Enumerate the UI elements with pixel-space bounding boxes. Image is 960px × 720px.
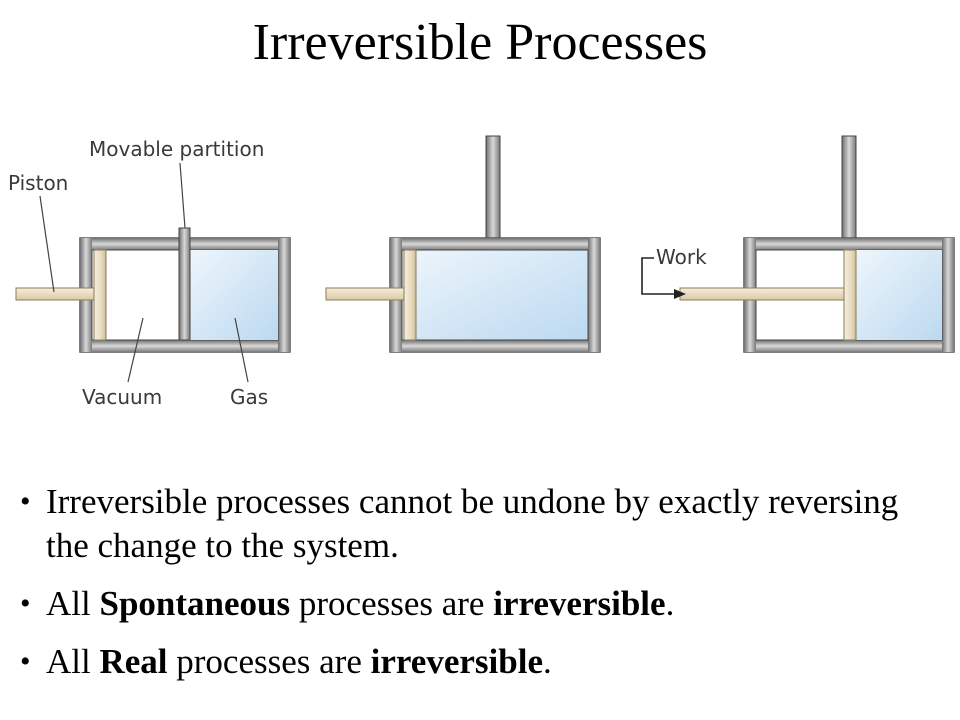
piston-rod-3	[679, 287, 851, 301]
label-movable-partition: Movable partition	[89, 137, 264, 161]
partition-rod-2	[485, 135, 501, 245]
work-arrowhead-icon	[674, 289, 686, 299]
gas-region-2	[401, 249, 589, 341]
bullet-text-part: .	[542, 642, 552, 681]
piston-leader	[39, 195, 55, 293]
bullet-text-part: .	[665, 584, 675, 623]
bullet-dot-icon: •	[20, 587, 31, 620]
gas-region-3	[856, 250, 942, 340]
bullet-text: All Real processes are irreversible.	[46, 640, 926, 684]
label-gas: Gas	[230, 385, 268, 409]
bullet-text: Irreversible processes cannot be undone …	[46, 480, 926, 568]
bullet-list: • Irreversible processes cannot be undon…	[0, 480, 960, 698]
label-work: Work	[656, 245, 707, 269]
bullet-bold-text: irreversible	[370, 642, 543, 681]
piston-head-1	[93, 249, 107, 341]
cylinder-2	[325, 135, 601, 353]
partition-rod-3	[841, 135, 857, 245]
bullet-text-part: processes are	[290, 584, 494, 623]
bullet-dot-icon: •	[20, 645, 31, 678]
bullet-item: • All Real processes are irreversible.	[0, 640, 926, 684]
bullet-dot-icon: •	[20, 485, 31, 518]
partition-leader	[179, 162, 186, 229]
bullet-text: All Spontaneous processes are irreversib…	[46, 582, 926, 626]
piston-diagram: Movable partition Piston Vacuum Gas Work	[8, 135, 955, 409]
bullet-text-part: All	[46, 642, 100, 681]
cylinder-1	[15, 162, 291, 383]
bullet-bold-text: irreversible	[493, 584, 666, 623]
bullet-item: • All Spontaneous processes are irrevers…	[0, 582, 926, 626]
gas-leader	[234, 317, 249, 383]
bullet-text-part: All	[46, 584, 100, 623]
piston-diagram-svg: Movable partition Piston Vacuum Gas Work	[8, 135, 955, 409]
bullet-text-part: Irreversible processes cannot be undone …	[46, 482, 899, 565]
bullet-item: • Irreversible processes cannot be undon…	[0, 480, 926, 568]
bullet-bold-text: Real	[99, 642, 168, 681]
label-vacuum: Vacuum	[82, 385, 162, 409]
piston-rod-2	[325, 287, 407, 301]
work-arrow	[641, 257, 676, 295]
bullet-bold-text: Spontaneous	[99, 584, 291, 623]
vacuum-leader	[127, 317, 144, 383]
piston-head-3	[843, 249, 857, 341]
slide-title: Irreversible Processes	[252, 14, 708, 71]
cylinder-3	[641, 135, 955, 353]
piston-rod-1	[15, 287, 97, 301]
piston-head-2	[403, 249, 417, 341]
gas-region-1	[190, 250, 278, 340]
bullet-text-part: processes are	[167, 642, 371, 681]
label-piston: Piston	[8, 171, 68, 195]
movable-partition	[178, 227, 191, 341]
